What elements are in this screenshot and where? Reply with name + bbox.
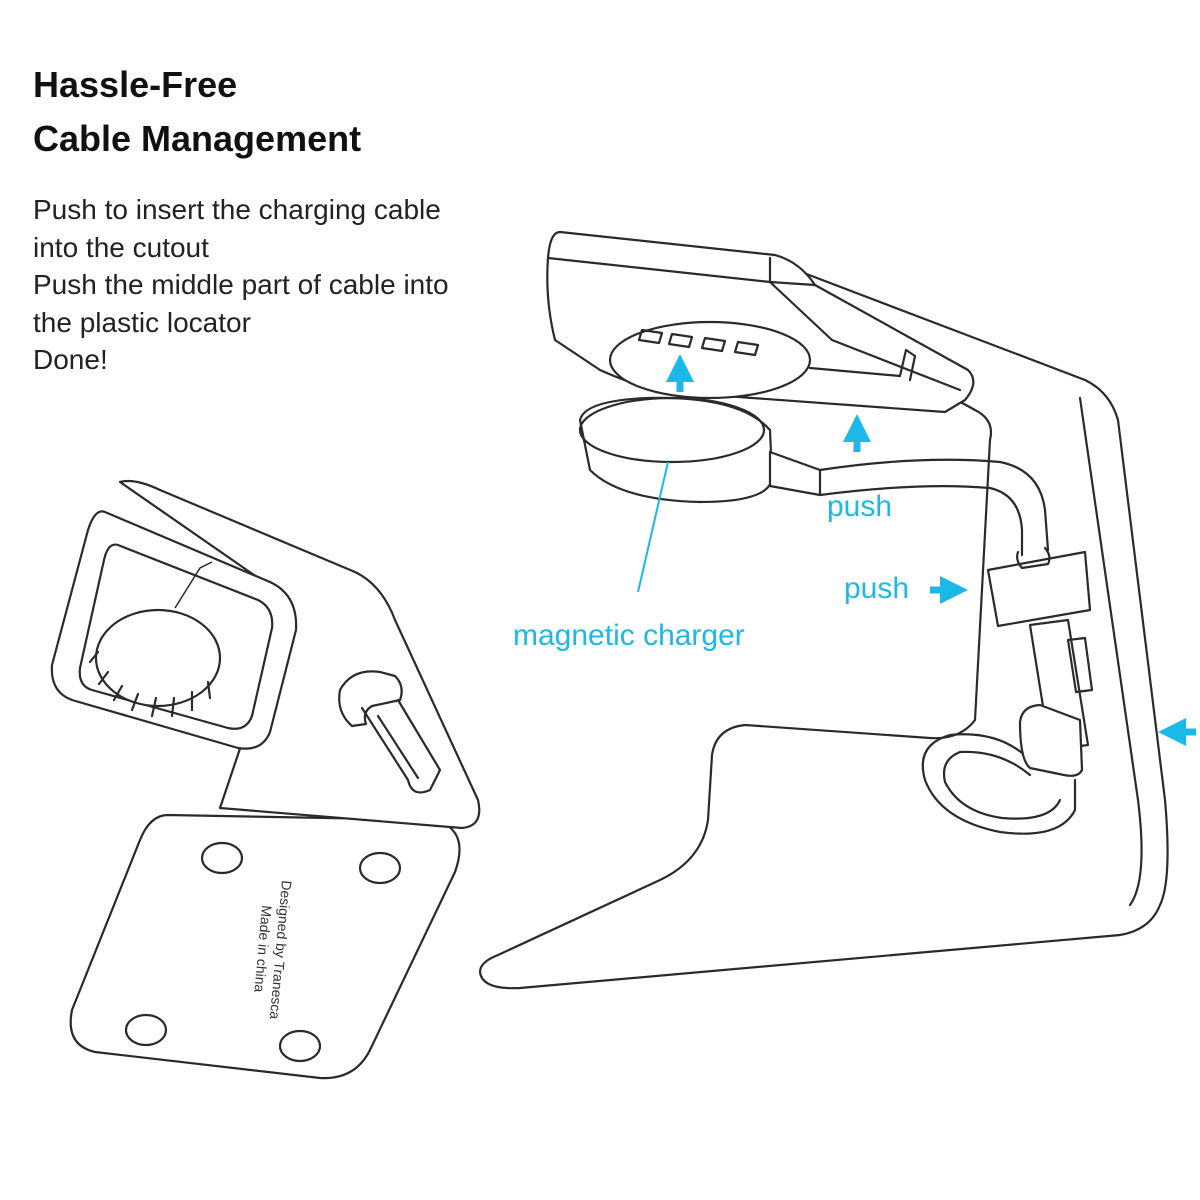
plastic-locator-upper — [986, 550, 1092, 628]
rear-cable-channel — [360, 698, 442, 794]
rear-view-stand: Designed by Tranesca Made in china — [50, 479, 481, 1080]
cable-stub — [174, 561, 213, 609]
plastic-locator-lower — [1018, 703, 1084, 777]
rear-cable-channel-inner — [376, 714, 420, 780]
instruction-line: Push to insert the charging cable — [33, 194, 441, 225]
title-line-1: Hassle-Free — [33, 64, 238, 105]
rubber-foot — [358, 851, 402, 885]
rubber-foot — [124, 1013, 168, 1047]
cradle-cable-slot — [808, 348, 917, 382]
locator-upper-groove — [1016, 546, 1051, 570]
instruction-line: the plastic locator — [33, 306, 251, 338]
instruction-line: Done! — [33, 344, 108, 375]
cable-loop-inner — [942, 750, 1062, 820]
charging-cable — [818, 458, 1050, 557]
stand-edge-highlight — [1078, 396, 1143, 907]
instruction-line: into the cutout — [33, 231, 209, 263]
callout-layer: push push magnetic charger — [513, 354, 1196, 746]
page-title: Hassle-Free Cable Management — [33, 58, 361, 166]
instruction-line: Push the middle part of cable into — [33, 269, 449, 300]
base-imprint-line-2: Made in china — [251, 905, 275, 993]
stand-body — [478, 260, 1169, 990]
instruction-list: Push to insert the charging cable into t… — [33, 191, 449, 379]
rubber-foot — [200, 841, 244, 875]
rear-cable-clip — [338, 670, 403, 728]
rubber-foot — [278, 1029, 322, 1063]
magnetic-charger-label: magnetic charger — [513, 619, 745, 652]
locator-rail-slot — [1066, 636, 1094, 694]
base-plate — [69, 813, 461, 1080]
cradle-inner-edge — [546, 256, 962, 392]
vent-slots — [88, 650, 212, 718]
upright-panel — [118, 479, 481, 830]
title-line-2: Cable Management — [33, 118, 362, 159]
cradle-contacts — [637, 328, 760, 357]
cable-strain-relief — [768, 450, 822, 497]
push-label-side: push — [844, 572, 909, 605]
front-view-stand — [478, 230, 1169, 990]
puck-face — [578, 396, 766, 464]
cable-loop — [921, 733, 1077, 835]
leader-line — [637, 461, 669, 593]
housing-inner-rim — [78, 543, 274, 730]
push-label-top: push — [827, 490, 892, 523]
charger-disc — [94, 608, 222, 708]
